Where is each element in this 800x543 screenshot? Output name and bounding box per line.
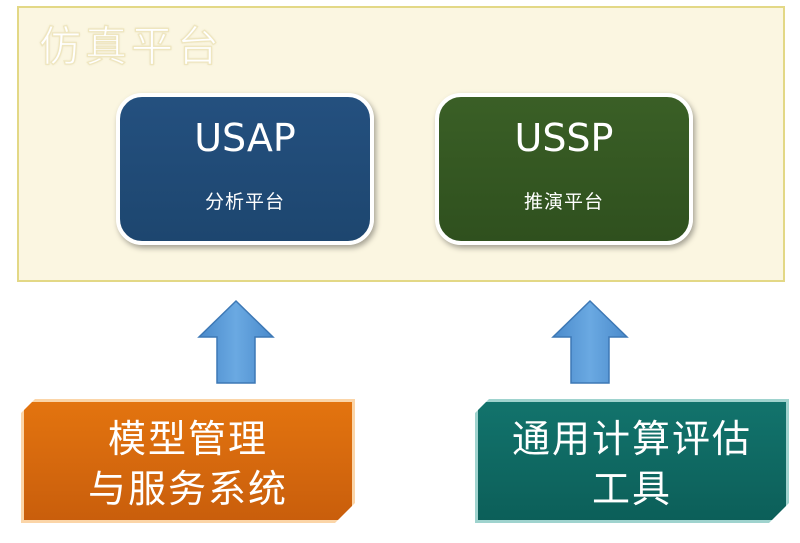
ussp-title: USSP — [514, 116, 614, 160]
model-system-line2: 与服务系统 — [87, 467, 288, 511]
ussp-box: USSP 推演平台 — [435, 93, 693, 245]
general-evaluation-tool-box: 通用计算评估 工具 — [475, 399, 789, 523]
usap-title: USAP — [194, 116, 296, 160]
usap-subtitle: 分析平台 — [204, 191, 285, 213]
up-arrow-icon — [197, 299, 275, 384]
eval-tool-line2: 工具 — [591, 467, 672, 511]
model-system-line1: 模型管理 — [107, 417, 268, 461]
usap-box: USAP 分析平台 — [116, 93, 374, 245]
platform-title: 仿真平台 — [38, 22, 224, 71]
ussp-subtitle: 推演平台 — [523, 191, 604, 213]
eval-tool-line1: 通用计算评估 — [511, 417, 752, 461]
model-management-service-system-box: 模型管理 与服务系统 — [21, 399, 355, 523]
up-arrow-icon — [551, 299, 629, 384]
